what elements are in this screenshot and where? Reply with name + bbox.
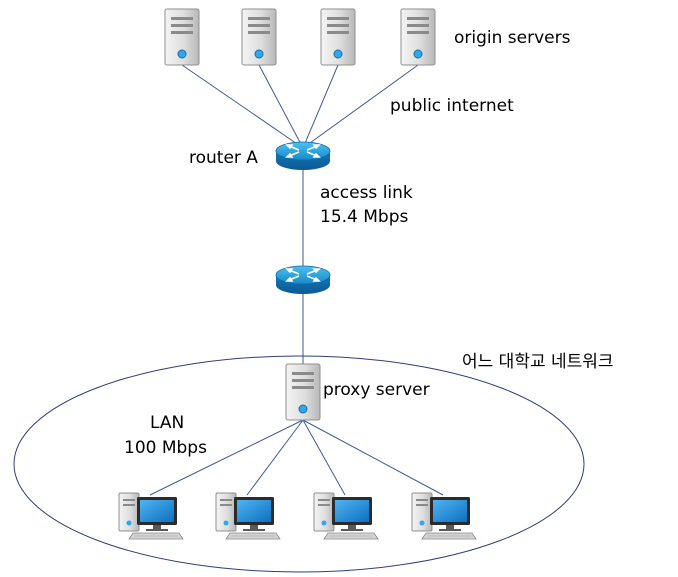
server-icon bbox=[400, 8, 436, 66]
access-link-label: access link bbox=[320, 183, 413, 203]
network-name-label: 어느 대학교 네트워크 bbox=[462, 352, 614, 372]
desktop-computer-icon bbox=[215, 492, 281, 540]
desktop-computer-icon bbox=[118, 492, 184, 540]
desktop-computer-icon bbox=[313, 492, 379, 540]
server-icon bbox=[285, 363, 321, 421]
server-icon bbox=[320, 8, 356, 66]
router-a-label: router A bbox=[189, 148, 258, 168]
router-icon bbox=[275, 141, 331, 171]
server-icon bbox=[241, 8, 277, 66]
server-icon bbox=[164, 8, 200, 66]
access-link-speed-label: 15.4 Mbps bbox=[320, 207, 409, 227]
institution-network-boundary bbox=[13, 355, 585, 573]
lan-links bbox=[149, 419, 444, 496]
internet-links bbox=[181, 64, 419, 149]
origin-servers-label: origin servers bbox=[454, 28, 571, 48]
lan-clients bbox=[118, 492, 477, 540]
lan-label: LAN bbox=[150, 413, 184, 433]
desktop-computer-icon bbox=[411, 492, 477, 540]
origin-servers bbox=[164, 8, 436, 66]
proxy-server-label: proxy server bbox=[323, 380, 430, 400]
router-icon bbox=[275, 265, 331, 295]
lan-speed-label: 100 Mbps bbox=[124, 438, 207, 458]
public-internet-label: public internet bbox=[390, 96, 514, 116]
